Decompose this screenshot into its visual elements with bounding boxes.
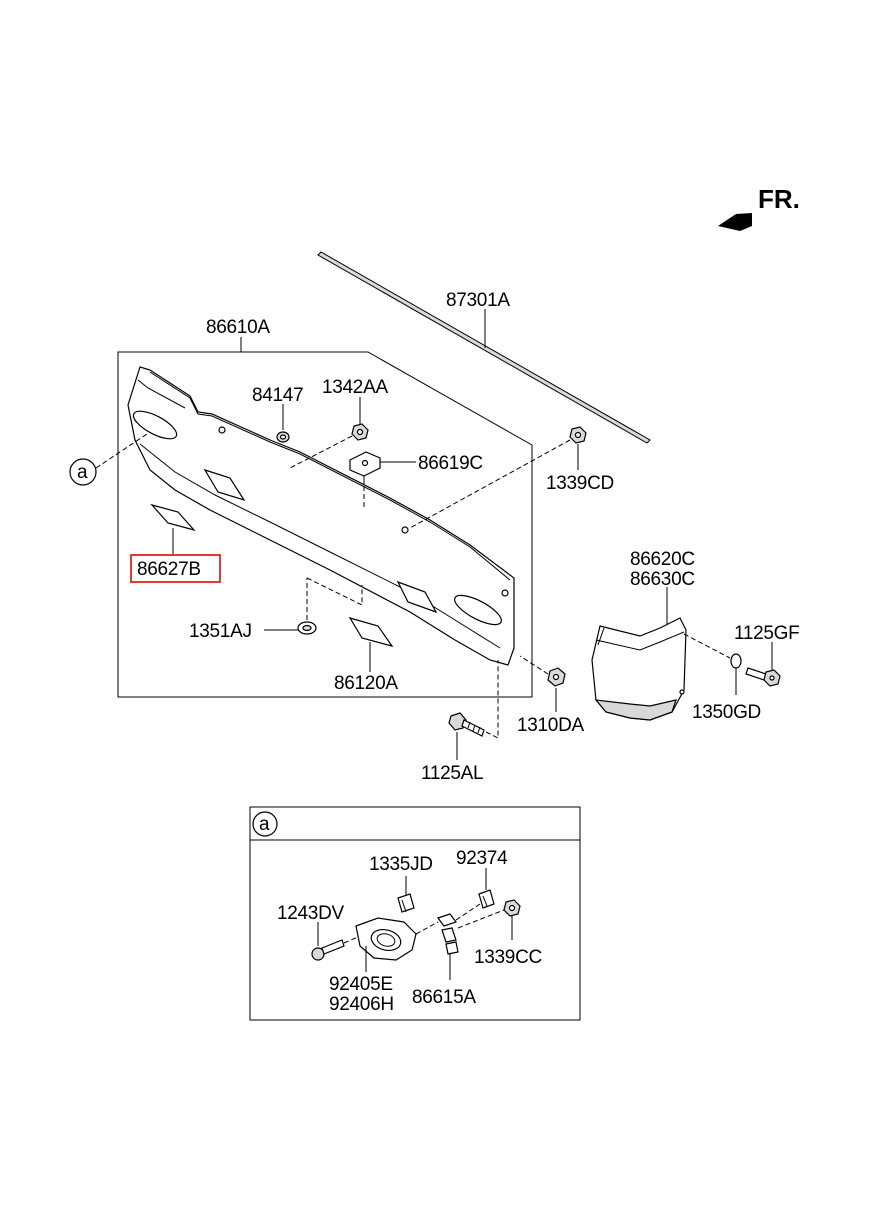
dashline-1350GD [683, 633, 731, 659]
label-86620C[interactable]: 86620C [630, 549, 695, 570]
rear-lamp-assembly [591, 617, 687, 721]
label-1351AJ[interactable]: 1351AJ [189, 621, 252, 642]
clip-1335JD-icon [397, 893, 415, 913]
dashline-92374 [455, 903, 481, 921]
callout-circle-a[interactable] [69, 458, 97, 486]
label-1310DA[interactable]: 1310DA [517, 715, 585, 736]
assembly-frame [117, 351, 533, 698]
label-1350GD[interactable]: 1350GD [692, 702, 761, 723]
label-92406H[interactable]: 92406H [329, 994, 394, 1015]
detail-callout-a-text: a [259, 814, 270, 835]
reflector-86120A-icon [348, 617, 394, 648]
callout-a-text: a [77, 462, 88, 483]
nut-1339CD-icon [569, 426, 587, 444]
label-86619C[interactable]: 86619C [418, 453, 483, 474]
dashline-1310DA [519, 655, 549, 675]
front-direction-label: FR. [758, 184, 800, 214]
label-86630C[interactable]: 86630C [630, 569, 695, 590]
nut-1310DA-icon [547, 667, 566, 687]
leader-callout-a [95, 431, 151, 469]
label-92374[interactable]: 92374 [456, 848, 508, 869]
label-86627B[interactable]: 86627B [137, 559, 201, 580]
weatherstrip-strip [317, 251, 651, 444]
label-1125GF[interactable]: 1125GF [734, 623, 800, 644]
label-92405E[interactable]: 92405E [329, 974, 393, 995]
bolt-1125GF-icon [745, 667, 781, 687]
tailgate-garnish-panel [127, 366, 515, 666]
front-direction-arrow-icon [718, 213, 752, 231]
screw-1243DV-icon [311, 939, 345, 961]
label-84147[interactable]: 84147 [252, 385, 304, 406]
detail-callout-circle-a [252, 811, 278, 837]
bracket-86619C-icon [349, 451, 381, 485]
clip-1351AJ-hole [302, 624, 312, 632]
license-lamp-icon [355, 917, 417, 961]
dashline-1342AA [289, 435, 353, 469]
dashline-1351AJ-bend [306, 577, 363, 606]
label-86120A[interactable]: 86120A [334, 673, 399, 694]
dashline-86615A [415, 921, 439, 935]
nut-1339CC-icon [503, 899, 521, 917]
label-1339CD[interactable]: 1339CD [546, 473, 614, 494]
label-1243DV[interactable]: 1243DV [277, 903, 345, 924]
label-86615A[interactable]: 86615A [412, 987, 477, 1008]
bracket-86615A-icon [437, 913, 459, 955]
reflector-86627B-icon [150, 503, 196, 532]
washer-1350GD-icon [730, 653, 742, 669]
label-1335JD[interactable]: 1335JD [369, 854, 433, 875]
dashline-1243DV [343, 936, 359, 944]
label-87301A[interactable]: 87301A [446, 290, 511, 311]
bolt-1125AL-icon [448, 712, 485, 737]
label-1339CC[interactable]: 1339CC [474, 947, 542, 968]
detail-box-a [249, 806, 581, 1021]
label-1342AA[interactable]: 1342AA [322, 377, 389, 398]
label-86610A[interactable]: 86610A [206, 317, 271, 338]
label-1125AL[interactable]: 1125AL [421, 763, 484, 784]
nut-1342AA-icon [351, 423, 369, 441]
clip-92374-icon [478, 889, 495, 909]
dashline-1125AL [485, 660, 499, 739]
grommet-84147-icon [276, 431, 290, 443]
highlight-box-86627B [130, 554, 221, 583]
dashline-1339CD [409, 439, 571, 529]
dashline-1339CC [457, 909, 505, 929]
